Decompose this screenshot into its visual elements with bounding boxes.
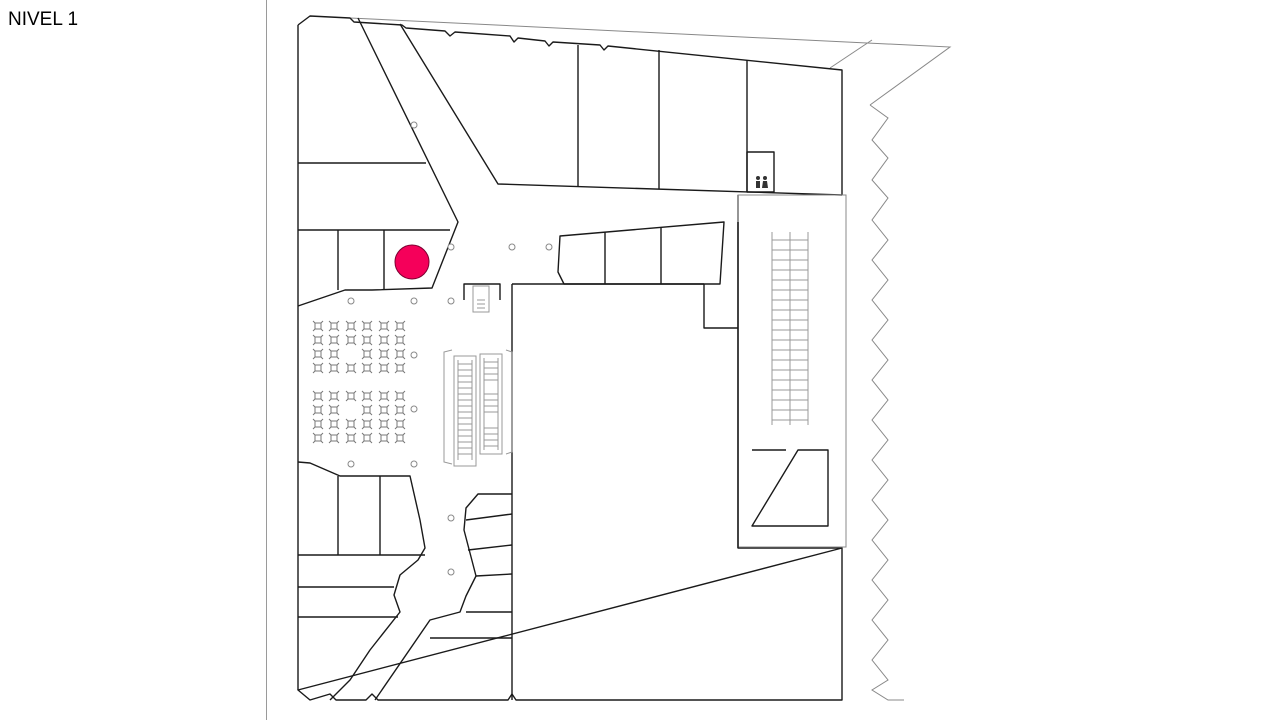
table [328,320,340,332]
table [378,320,390,332]
restroom-icon [756,176,768,188]
table [378,348,390,360]
table [345,390,357,402]
table [328,390,340,402]
central-shops [557,221,738,329]
escalator-icon[interactable] [443,349,513,467]
table [394,432,406,444]
parking-stalls [771,232,809,425]
table [345,432,357,444]
food-court-tables [312,320,406,444]
table [361,320,373,332]
table [345,320,357,332]
level-label: NIVEL 1 [8,9,79,30]
table [312,334,324,346]
table [361,432,373,444]
table [328,362,340,374]
table [361,418,373,430]
panel-divider [266,0,267,720]
table [394,404,406,416]
elevator-icon[interactable] [463,283,501,313]
table [378,362,390,374]
table [394,390,406,402]
table [312,418,324,430]
table [361,404,373,416]
table [378,334,390,346]
north-shops [297,17,843,307]
table [328,404,340,416]
table [312,404,324,416]
south-shops [297,461,513,701]
table [328,334,340,346]
table [378,418,390,430]
anchor-store [511,195,842,700]
table [394,348,406,360]
table [328,432,340,444]
table [394,418,406,430]
table [345,362,357,374]
parking-zone [737,194,847,548]
table [312,390,324,402]
table [394,362,406,374]
table [394,320,406,332]
table [361,334,373,346]
table [345,334,357,346]
site-boundary [349,17,952,701]
table [328,348,340,360]
columns [347,121,553,576]
table [312,348,324,360]
table [361,390,373,402]
table [312,362,324,374]
table [378,404,390,416]
table [378,432,390,444]
table [378,390,390,402]
table [361,362,373,374]
table [345,418,357,430]
table [312,320,324,332]
current-location-marker[interactable] [394,244,430,280]
table [328,418,340,430]
building-outline [297,15,843,701]
table [394,334,406,346]
table [312,432,324,444]
table [361,348,373,360]
